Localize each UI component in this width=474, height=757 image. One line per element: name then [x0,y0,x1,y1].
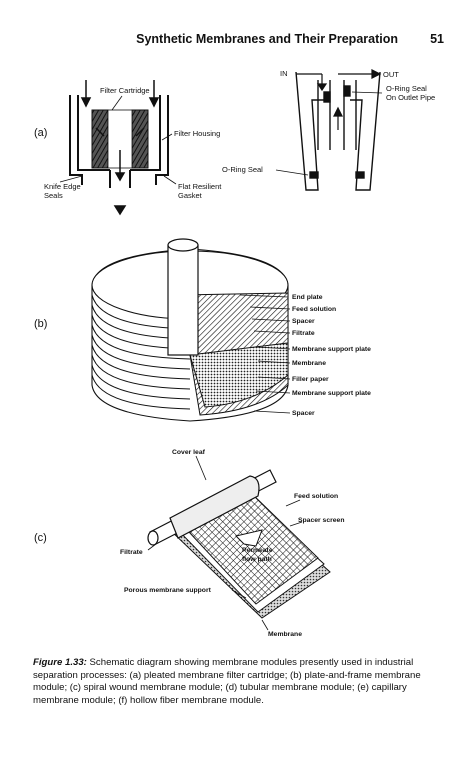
label-filter-cartridge: Filter Cartridge [100,86,150,95]
central-tube [167,238,199,356]
panel-a-diagram: Filter Cartridge Filter Housing Knife Ed… [44,69,435,216]
page-number: 51 [430,32,444,46]
label-porous-support: Porous membrane support [124,587,212,594]
label-filler-paper: Filler paper [292,376,329,383]
panel-a-label: (a) [34,127,48,139]
permeate-tube [147,469,277,546]
label-filtrate-b: Filtrate [292,330,315,337]
label-membrane-support-1: Membrane support plate [292,346,371,353]
label-knife-edge-1: Knife Edge [44,182,81,191]
label-out: OUT [383,70,399,79]
label-in: IN [280,69,288,78]
label-oring-outlet-1: O-Ring Seal [386,84,427,93]
label-membrane-support-2: Membrane support plate [292,390,371,397]
filter-housing [69,95,169,188]
label-permeate-1: Permeate [242,547,273,554]
panel-b-diagram: End plate Feed solution Spacer Filtrate … [91,238,371,422]
label-membrane-c: Membrane [268,631,302,638]
figure-label: Figure 1.33: [33,657,87,668]
figure-caption: Figure 1.33: Schematic diagram showing m… [33,657,443,707]
label-flat-gasket-1: Flat Resilient [178,182,222,191]
figure-caption-text: Schematic diagram showing membrane modul… [33,657,421,706]
filter-cartridge-right [131,109,149,169]
label-end-plate: End plate [292,294,323,301]
outlet-pipe-detail [295,71,381,191]
label-filtrate-c: Filtrate [120,549,143,556]
label-membrane-b: Membrane [292,360,326,367]
label-feed-solution-b: Feed solution [292,306,336,313]
label-permeate-2: flow path [242,556,272,563]
running-header: Synthetic Membranes and Their Preparatio… [0,32,474,48]
label-knife-edge-2: Seals [44,191,63,200]
label-flat-gasket-2: Gasket [178,191,203,200]
label-feed-solution-c: Feed solution [294,493,338,500]
label-spacer-screen: Spacer screen [298,517,344,524]
panel-c-label: (c) [34,532,47,544]
filter-cartridge-left [91,109,109,169]
flow-arrows [80,80,160,216]
label-spacer-top: Spacer [292,318,315,325]
label-spacer-bottom: Spacer [292,410,315,417]
header-title: Synthetic Membranes and Their Preparatio… [136,32,398,46]
panel-c-diagram: Cover leaf Feed solution Spacer screen P… [120,449,344,638]
label-oring-outlet-2: On Outlet Pipe [386,93,435,102]
label-oring-seal: O-Ring Seal [222,165,263,174]
label-cover-leaf: Cover leaf [172,449,206,456]
label-filter-housing: Filter Housing [174,129,220,138]
permeate-flow-arrow [235,529,263,547]
panel-b-label: (b) [34,318,48,330]
